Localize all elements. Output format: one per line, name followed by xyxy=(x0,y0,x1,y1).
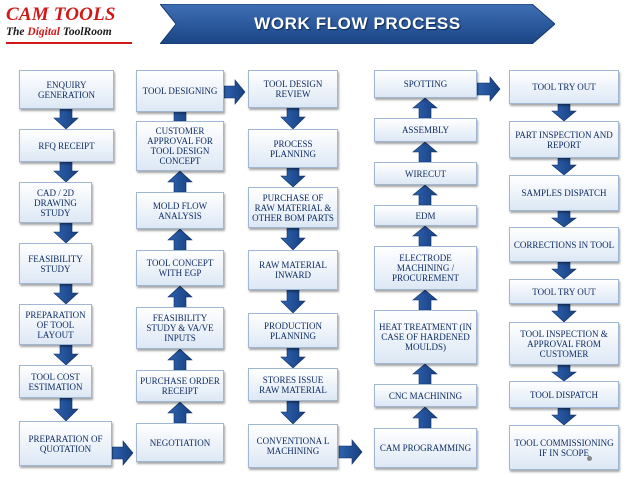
arrow-up xyxy=(412,184,438,206)
arrow-up xyxy=(412,141,438,163)
arrow-down xyxy=(551,210,577,228)
arrow-up xyxy=(167,228,193,251)
arrow-up xyxy=(412,363,438,385)
arrow-down xyxy=(280,347,306,369)
arrow-down xyxy=(551,364,577,382)
arrow-down xyxy=(551,303,577,323)
step-feasibility-study-va-ve: FEASIBILITY STUDY & VA/VE INPUTS xyxy=(136,307,224,349)
arrow-down xyxy=(280,289,306,314)
step-tool-inspection-approval: TOOL INSPECTION & APPROVAL FROM CUSTOMER xyxy=(509,322,619,365)
arrow-up xyxy=(412,289,438,311)
step-mold-flow-analysis: MOLD FLOW ANALYSIS xyxy=(136,192,224,229)
arrow-down xyxy=(551,261,577,280)
arrow-right xyxy=(338,439,363,465)
step-cam-programming: CAM PROGRAMMING xyxy=(374,428,477,468)
step-enquiry-generation: ENQUIRY GENERATION xyxy=(19,70,114,109)
step-purchase-order-receipt: PURCHASE ORDER RECEIPT xyxy=(136,370,224,402)
arrow-right xyxy=(223,79,246,105)
title-banner: WORK FLOW PROCESS xyxy=(160,4,555,44)
step-feasibility-study: FEASIBILITY STUDY xyxy=(19,243,92,284)
step-tool-designing: TOOL DESIGNING xyxy=(136,70,224,112)
step-tool-design-review: TOOL DESIGN REVIEW xyxy=(248,70,338,108)
step-wirecut: WIRECUT xyxy=(374,162,477,185)
step-tool-commissioning: TOOL COMMISSIONING IF IN SCOPE xyxy=(509,425,619,470)
arrow-up xyxy=(167,401,193,424)
arrow-down xyxy=(53,344,79,366)
step-spotting: SPOTTING xyxy=(374,70,477,98)
arrow-down xyxy=(53,222,79,244)
logo-tagline: The Digital ToolRoom xyxy=(6,26,112,38)
logo-tagline-prefix: The xyxy=(6,26,28,38)
logo: CAM TOOLS The Digital ToolRoom xyxy=(6,4,156,44)
step-tool-try-out-2: TOOL TRY OUT xyxy=(509,279,619,304)
step-purchase-of-raw-material: PURCHASE OF RAW MATERIAL & OTHER BOM PAR… xyxy=(248,187,338,228)
step-preparation-of-tool-layout: PREPARATION OF TOOL LAYOUT xyxy=(19,304,92,345)
step-samples-dispatch: SAMPLES DISPATCH xyxy=(509,175,619,211)
arrow-down xyxy=(551,407,577,426)
page-title: WORK FLOW PROCESS xyxy=(254,14,461,33)
step-rfq-receipt: RFQ RECEIPT xyxy=(19,129,114,162)
arrow-down xyxy=(53,397,79,422)
step-stores-issue-raw-material: STORES ISSUE RAW MATERIAL xyxy=(248,368,338,401)
arrow-up xyxy=(167,348,193,371)
step-customer-approval: CUSTOMER APPROVAL FOR TOOL DESIGN CONCEP… xyxy=(136,121,224,171)
logo-title: CAM TOOLS xyxy=(6,4,116,25)
arrow-down xyxy=(53,283,79,305)
logo-tagline-highlight: Digital xyxy=(27,26,60,38)
step-corrections-in-tool: CORRECTIONS IN TOOL xyxy=(509,227,619,262)
arrow-down xyxy=(280,167,306,188)
arrow-down xyxy=(280,107,306,130)
arrow-down xyxy=(280,400,306,425)
logo-tagline-suffix: ToolRoom xyxy=(60,26,112,38)
slide-indicator-dot xyxy=(587,456,592,461)
title-banner-shape xyxy=(160,4,555,44)
step-tool-cost-estimation: TOOL COST ESTIMATION xyxy=(19,365,92,398)
arrow-right xyxy=(476,76,501,102)
arrow-right xyxy=(111,440,134,466)
step-tool-try-out-1: TOOL TRY OUT xyxy=(509,70,619,104)
arrow-up xyxy=(412,97,438,119)
arrow-up xyxy=(167,170,193,193)
arrow-up xyxy=(167,285,193,308)
step-edm: EDM xyxy=(374,205,477,226)
step-tool-dispatch: TOOL DISPATCH xyxy=(509,381,619,408)
step-process-planning: PROCESS PLANNING xyxy=(248,129,338,168)
step-negotiation: NEGOTIATION xyxy=(136,423,224,462)
arrow-down xyxy=(53,161,79,183)
arrow-down xyxy=(551,103,577,122)
step-heat-treatment: HEAT TREATMENT (IN CASE OF HARDENED MOUL… xyxy=(374,310,477,364)
step-electrode-machining: ELECTRODE MACHINING / PROCUREMENT xyxy=(374,246,477,290)
arrow-up xyxy=(412,406,438,429)
logo-underline xyxy=(6,42,132,44)
arrow-down xyxy=(551,157,577,176)
step-cad-2d-drawing-study: CAD / 2D DRAWING STUDY xyxy=(19,182,92,223)
arrow-down xyxy=(53,108,79,130)
step-preparation-of-quotation: PREPARATION OF QUOTATION xyxy=(19,421,112,466)
arrow-up xyxy=(412,225,438,247)
step-part-inspection-and-report: PART INSPECTION AND REPORT xyxy=(509,121,619,158)
arrow-down xyxy=(280,227,306,251)
step-assembly: ASSEMBLY xyxy=(374,118,477,142)
step-conventional-machining: CONVENTIONA L MACHINING xyxy=(248,424,338,468)
step-raw-material-inward: RAW MATERIAL INWARD xyxy=(248,250,338,290)
step-cnc-machining: CNC MACHINING xyxy=(374,384,477,407)
step-tool-concept-with-egp: TOOL CONCEPT WITH EGP xyxy=(136,250,224,286)
step-production-planning: PRODUCTION PLANNING xyxy=(248,313,338,348)
